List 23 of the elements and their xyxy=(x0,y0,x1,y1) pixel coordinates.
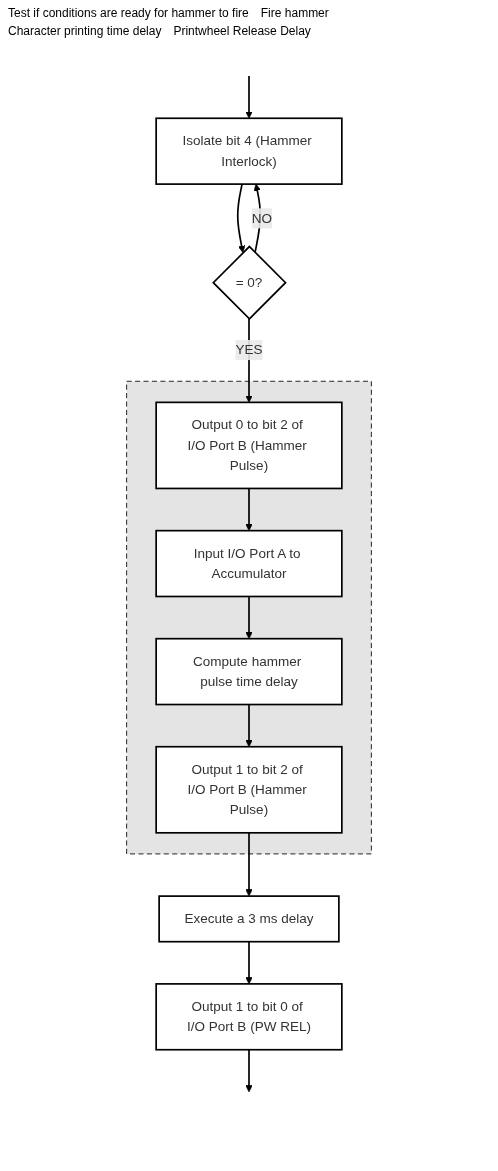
node-box: Input I/O Port A to Accumulator xyxy=(155,529,343,598)
cluster xyxy=(126,380,372,855)
edge-label: NO xyxy=(251,210,273,226)
node-box: Output 1 to bit 2 of I/O Port B (Hammer Pulse) xyxy=(155,745,343,834)
arrow xyxy=(245,703,253,748)
edge-label: YES xyxy=(235,342,263,357)
arrow xyxy=(245,487,253,531)
arrow xyxy=(245,595,253,640)
node-box: Isolate bit 4 (Hammer Interlock) xyxy=(155,117,343,185)
annotation-text: Character printing time delay xyxy=(8,24,162,38)
node-box: Compute hammer pulse time delay xyxy=(155,637,343,706)
node-diamond: = 0? xyxy=(212,245,287,320)
annotation-text: Fire hammer xyxy=(260,6,329,20)
arrow xyxy=(245,1048,253,1093)
arrow xyxy=(245,831,253,897)
annotation-text: Test if conditions are ready for hammer to fire xyxy=(8,6,249,20)
annotation-text: Printwheel Release Delay xyxy=(173,24,311,38)
arrow xyxy=(236,183,246,253)
arrow xyxy=(245,940,253,985)
node-box: Execute a 3 ms delay xyxy=(158,895,340,943)
node-box: Output 1 to bit 0 of I/O Port B (PW REL) xyxy=(155,983,343,1051)
node-box: Output 0 to bit 2 of I/O Port B (Hammer Pulse) xyxy=(155,401,343,490)
arrow xyxy=(245,75,253,119)
